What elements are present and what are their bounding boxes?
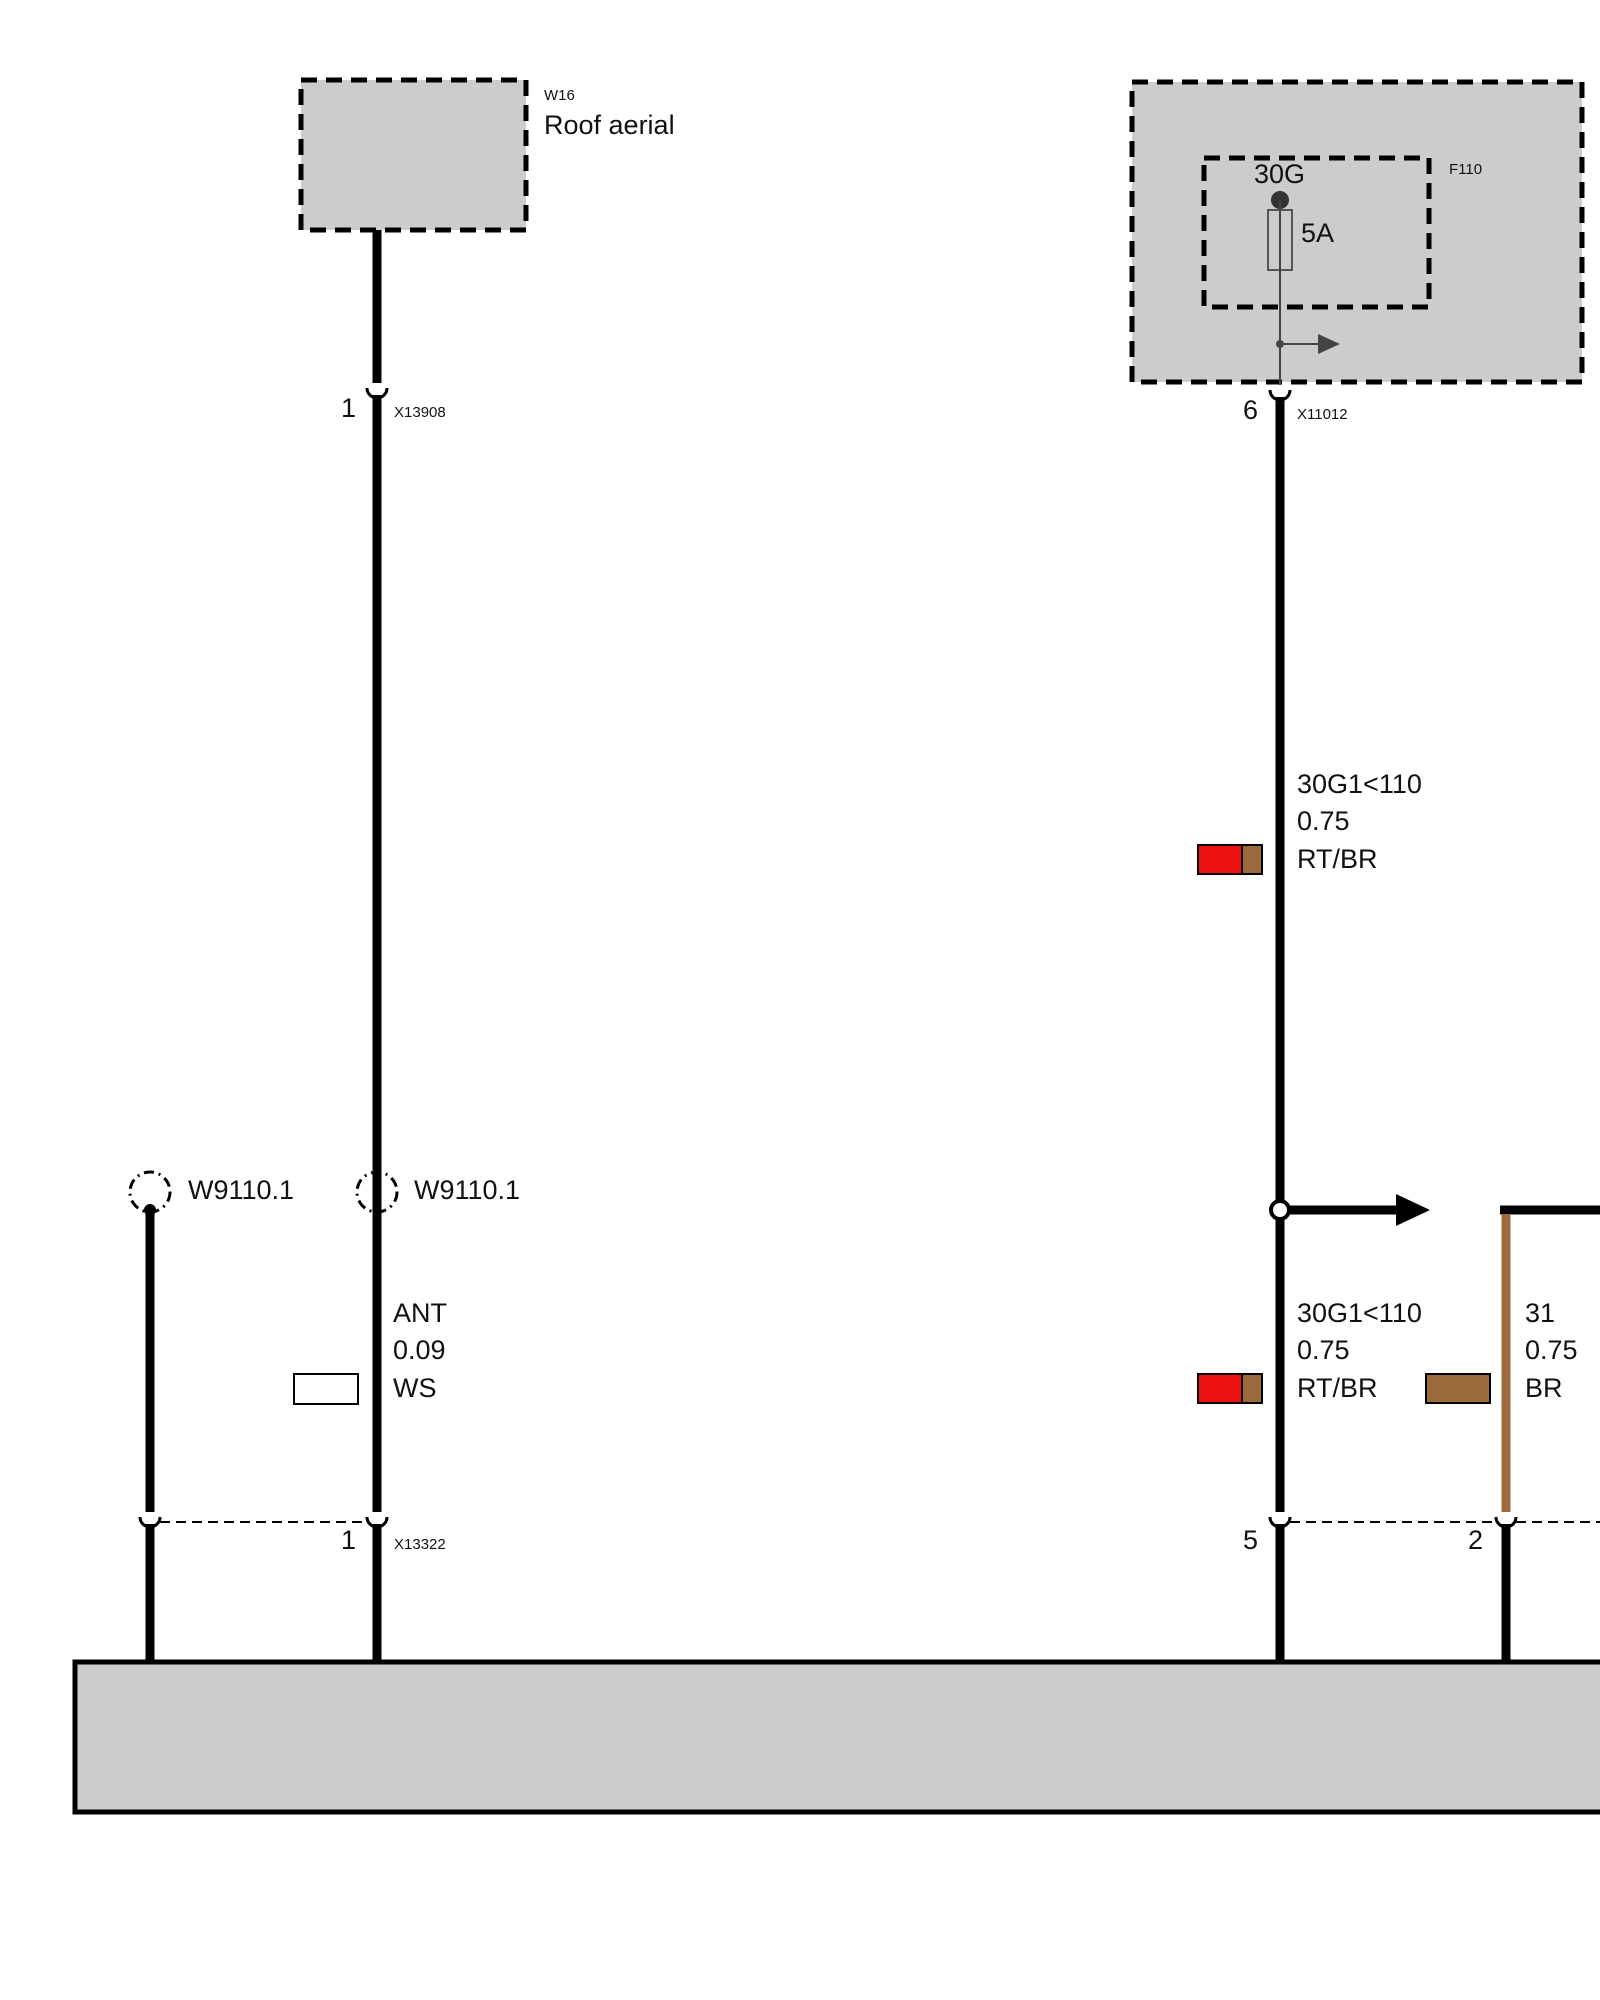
ground-signal: 31 (1525, 1298, 1555, 1328)
connector-x11012-pin: 6 (1243, 395, 1258, 425)
shield-point-left-label: W9110.1 (188, 1175, 294, 1205)
shield-wire-left[interactable] (128, 1170, 172, 1664)
power-upper-color: RT/BR (1297, 844, 1378, 874)
power-wire[interactable] (1268, 389, 1430, 1664)
connector-pin2-label: 2 (1468, 1525, 1483, 1555)
ground-wire[interactable] (1494, 1205, 1600, 1664)
power-lower-gauge: 0.75 (1297, 1335, 1350, 1365)
shield-point-right-label: W9110.1 (414, 1175, 520, 1205)
control-unit-box[interactable] (72, 1659, 1600, 1815)
connector-pin5-label: 5 (1243, 1525, 1258, 1555)
ground-color: BR (1525, 1373, 1563, 1403)
antenna-wire[interactable] (365, 230, 389, 1664)
power-wire-splice-dot (1269, 1199, 1291, 1221)
roof-aerial-box (298, 77, 529, 233)
power-wire-branch-arrow-icon (1396, 1194, 1430, 1226)
power-upper-swatch-red (1197, 844, 1243, 875)
power-lower-swatch-red (1197, 1373, 1243, 1404)
fuse-f110-box (1201, 155, 1432, 310)
connector-x13908-id: X13908 (394, 404, 446, 421)
roof-aerial-code: W16 (544, 87, 575, 104)
antenna-wire-signal: ANT (393, 1298, 447, 1328)
roof-aerial-component[interactable]: W16 Roof aerial (298, 77, 675, 233)
power-lower-color: RT/BR (1297, 1373, 1378, 1403)
antenna-wire-color: WS (393, 1373, 437, 1403)
antenna-wire-gauge: 0.09 (393, 1335, 446, 1365)
power-lower-signal: 30G1<110 (1297, 1298, 1422, 1328)
connector-x13322-pin: 1 (341, 1525, 356, 1555)
ground-swatch-brown (1425, 1373, 1491, 1404)
ground-gauge: 0.75 (1525, 1335, 1578, 1365)
antenna-wire-color-swatch (293, 1373, 359, 1405)
fuse-branch-arrow-icon (1318, 334, 1340, 354)
fuse-rating: 5A (1301, 218, 1334, 248)
power-upper-signal: 30G1<110 (1297, 769, 1422, 799)
connector-x11012-id: X11012 (1297, 406, 1348, 423)
connector-x13322-id: X13322 (394, 1536, 446, 1553)
fuse-terminal-label: 30G (1254, 159, 1305, 189)
roof-aerial-name: Roof aerial (544, 110, 675, 140)
shield-point-right-icon (355, 1170, 399, 1214)
power-lower-swatch-brown (1241, 1373, 1263, 1404)
fuse-code: F110 (1449, 161, 1482, 178)
power-upper-gauge: 0.75 (1297, 806, 1350, 836)
fuse-carrier-box (1129, 79, 1585, 385)
fuse-carrier-component[interactable]: F110 30G 5A (1129, 79, 1585, 385)
connector-x13908-pin: 1 (341, 393, 356, 423)
power-upper-swatch-brown (1241, 844, 1263, 875)
